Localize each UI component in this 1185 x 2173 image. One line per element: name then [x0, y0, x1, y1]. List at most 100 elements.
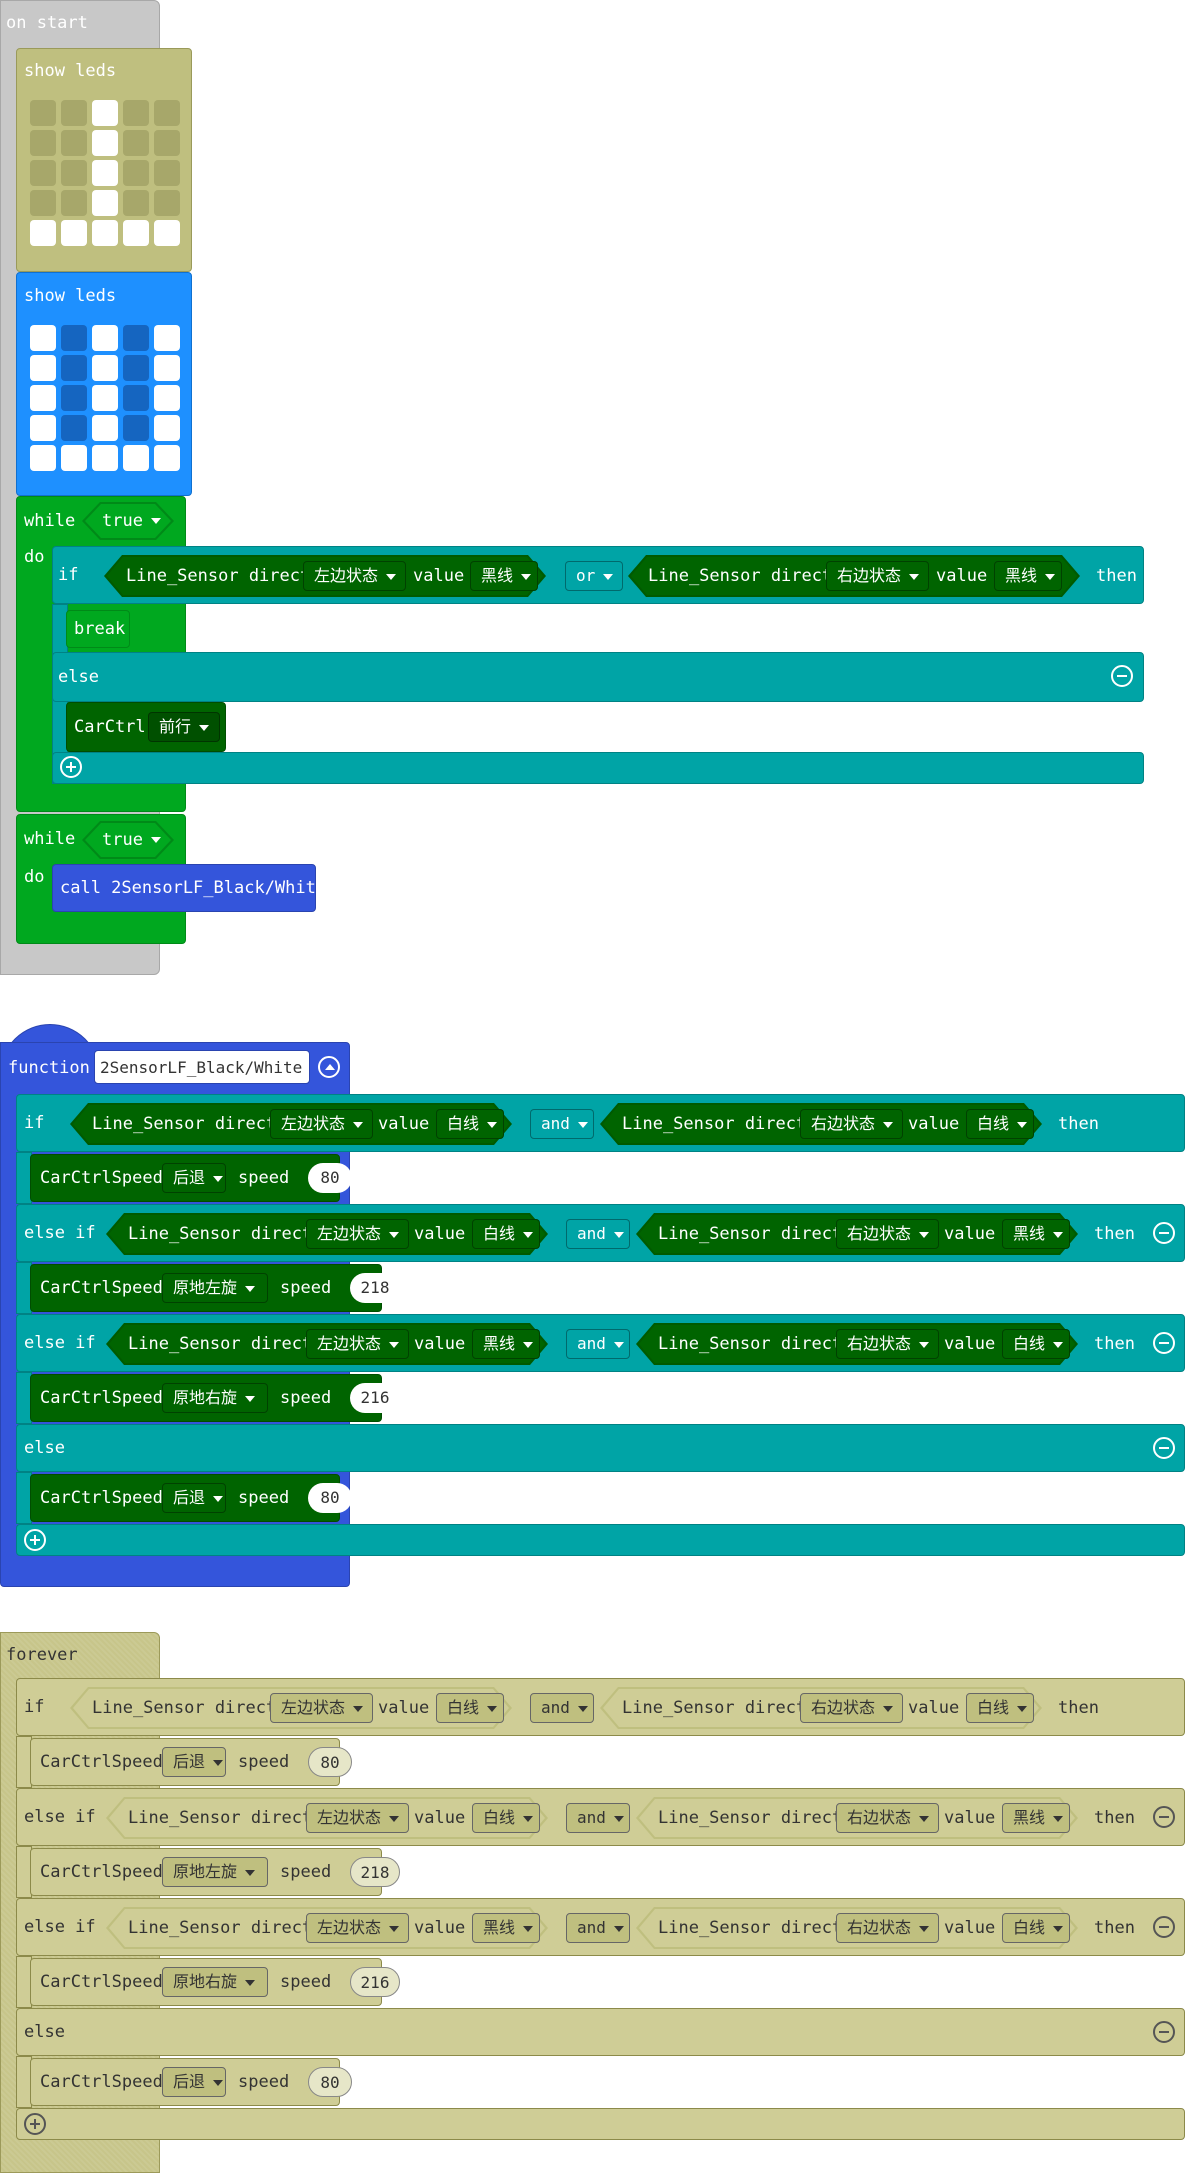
and-dropdown[interactable]: and: [566, 1803, 630, 1833]
led-cell[interactable]: [61, 415, 87, 441]
remove-branch-icon[interactable]: [1153, 1222, 1175, 1244]
led-cell[interactable]: [92, 385, 118, 411]
collapse-icon[interactable]: [318, 1056, 340, 1078]
led-cell[interactable]: [30, 130, 56, 156]
call-function-block[interactable]: [52, 864, 316, 912]
led-cell[interactable]: [61, 190, 87, 216]
left-state-dropdown[interactable]: 左边状态: [270, 1109, 373, 1139]
remove-branch-icon[interactable]: [1153, 1916, 1175, 1938]
led-cell[interactable]: [30, 100, 56, 126]
speed-value[interactable]: 80: [308, 2067, 352, 2097]
left-state-dropdown[interactable]: 左边状态: [270, 1693, 373, 1723]
dropdown-arrow-icon[interactable]: [151, 518, 161, 524]
left-state-dropdown[interactable]: 左边状态: [306, 1219, 409, 1249]
carctrlspeed-block[interactable]: [30, 1958, 382, 2006]
right-state-dropdown[interactable]: 右边状态: [826, 561, 929, 591]
speed-value[interactable]: 218: [350, 1273, 400, 1303]
color-dropdown[interactable]: 黑线: [472, 1329, 540, 1359]
left-state-dropdown[interactable]: 左边状态: [306, 1913, 409, 1943]
led-cell[interactable]: [123, 385, 149, 411]
color-dropdown[interactable]: 白线: [966, 1693, 1034, 1723]
led-cell[interactable]: [123, 355, 149, 381]
led-cell[interactable]: [61, 100, 87, 126]
led-cell[interactable]: [61, 445, 87, 471]
speed-value[interactable]: 80: [308, 1483, 352, 1513]
led-cell[interactable]: [92, 355, 118, 381]
led-cell[interactable]: [30, 445, 56, 471]
motion-dropdown[interactable]: 原地左旋: [162, 1857, 268, 1887]
led-cell[interactable]: [154, 325, 180, 351]
right-state-dropdown[interactable]: 右边状态: [800, 1693, 903, 1723]
led-cell[interactable]: [154, 130, 180, 156]
and-dropdown[interactable]: and: [566, 1329, 630, 1359]
color-dropdown[interactable]: 白线: [472, 1219, 540, 1249]
right-state-dropdown[interactable]: 右边状态: [836, 1803, 939, 1833]
right-state-dropdown[interactable]: 右边状态: [800, 1109, 903, 1139]
motion-dropdown[interactable]: 原地右旋: [162, 1383, 268, 1413]
led-cell[interactable]: [123, 160, 149, 186]
led-cell[interactable]: [123, 130, 149, 156]
led-cell[interactable]: [154, 190, 180, 216]
led-cell[interactable]: [92, 445, 118, 471]
left-state-dropdown[interactable]: 左边状态: [306, 1329, 409, 1359]
motion-dropdown[interactable]: 原地右旋: [162, 1967, 268, 1997]
led-cell[interactable]: [92, 160, 118, 186]
motion-dropdown[interactable]: 后退: [162, 1163, 226, 1193]
led-cell[interactable]: [123, 100, 149, 126]
add-branch-icon[interactable]: [60, 756, 82, 778]
black-dropdown[interactable]: 黑线: [994, 561, 1062, 591]
led-cell[interactable]: [123, 415, 149, 441]
led-cell[interactable]: [92, 220, 118, 246]
speed-value[interactable]: 80: [308, 1747, 352, 1777]
led-cell[interactable]: [61, 220, 87, 246]
led-cell[interactable]: [154, 100, 180, 126]
led-cell[interactable]: [123, 190, 149, 216]
left-state-dropdown[interactable]: 左边状态: [306, 1803, 409, 1833]
color-dropdown[interactable]: 黑线: [1002, 1219, 1070, 1249]
led-cell[interactable]: [154, 220, 180, 246]
color-dropdown[interactable]: 白线: [966, 1109, 1034, 1139]
black-dropdown[interactable]: 黑线: [470, 561, 538, 591]
led-cell[interactable]: [61, 130, 87, 156]
break-block[interactable]: [66, 610, 130, 648]
led-cell[interactable]: [61, 355, 87, 381]
color-dropdown[interactable]: 白线: [1002, 1913, 1070, 1943]
led-cell[interactable]: [30, 355, 56, 381]
led-cell[interactable]: [30, 385, 56, 411]
speed-value[interactable]: 80: [308, 1163, 352, 1193]
led-cell[interactable]: [30, 160, 56, 186]
right-state-dropdown[interactable]: 右边状态: [836, 1329, 939, 1359]
led-cell[interactable]: [30, 220, 56, 246]
speed-value[interactable]: 216: [350, 1967, 400, 1997]
motion-dropdown[interactable]: 后退: [162, 1747, 226, 1777]
led-cell[interactable]: [30, 415, 56, 441]
remove-branch-icon[interactable]: [1153, 1806, 1175, 1828]
led-cell[interactable]: [30, 190, 56, 216]
led-cell[interactable]: [92, 100, 118, 126]
add-branch-icon[interactable]: [24, 1529, 46, 1551]
add-branch-icon[interactable]: [24, 2113, 46, 2135]
motion-dropdown[interactable]: 后退: [162, 2067, 226, 2097]
led-cell[interactable]: [92, 325, 118, 351]
color-dropdown[interactable]: 白线: [436, 1109, 504, 1139]
color-dropdown[interactable]: 白线: [1002, 1329, 1070, 1359]
function-name-field[interactable]: [94, 1050, 310, 1084]
left-state-dropdown[interactable]: 左边状态: [303, 561, 406, 591]
color-dropdown[interactable]: 白线: [472, 1803, 540, 1833]
color-dropdown[interactable]: 白线: [436, 1693, 504, 1723]
motion-dropdown[interactable]: 原地左旋: [162, 1273, 268, 1303]
led-cell[interactable]: [154, 415, 180, 441]
led-cell[interactable]: [92, 190, 118, 216]
led-cell[interactable]: [123, 445, 149, 471]
and-dropdown[interactable]: and: [566, 1913, 630, 1943]
and-dropdown[interactable]: and: [566, 1219, 630, 1249]
led-cell[interactable]: [61, 325, 87, 351]
direction-dropdown[interactable]: 前行: [148, 712, 220, 742]
led-cell[interactable]: [30, 325, 56, 351]
led-cell[interactable]: [61, 160, 87, 186]
color-dropdown[interactable]: 黑线: [472, 1913, 540, 1943]
and-dropdown[interactable]: and: [530, 1109, 594, 1139]
or-dropdown[interactable]: or: [565, 561, 623, 591]
led-cell[interactable]: [154, 445, 180, 471]
condition-true[interactable]: true: [82, 502, 174, 540]
